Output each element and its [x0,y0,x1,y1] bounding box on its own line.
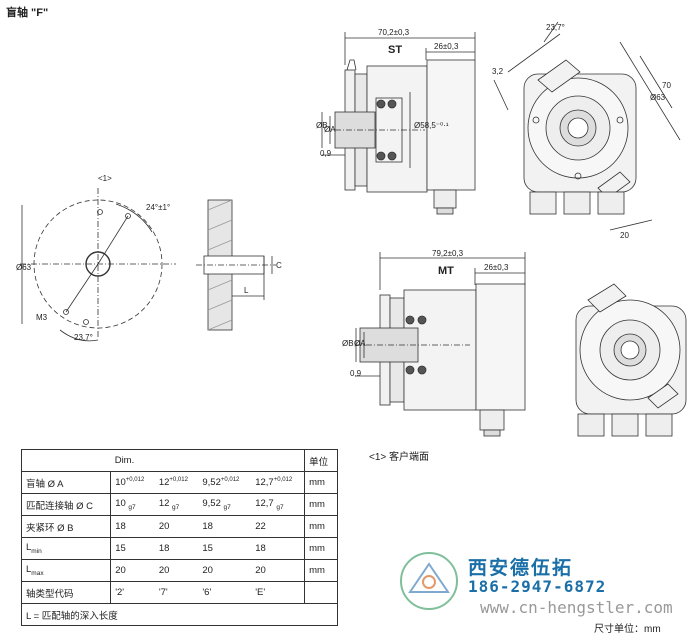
mt-total-dim: 79,2±0,3 [432,249,464,258]
detail-ref: <1> [98,174,112,183]
row-label: Lmax [20,559,112,582]
st-side-70: 70 [662,81,671,90]
header-unit: 单位 [304,449,338,472]
detail-shaft-side [196,199,276,331]
cell-value: 9,52 [202,477,221,489]
mt-gap: 0,9 [350,369,362,378]
customer-face-note: <1> 客户端面 [369,452,430,463]
detail-angle-bottom: 23,7° [74,333,93,342]
cell-tolerance: +0,012 [273,476,293,483]
table-row: Lmax 20 20 20 20 mm [20,559,338,582]
cell-unit: mm [304,493,338,516]
detail-l-label: L [244,286,249,295]
st-dia-b: ØB [316,121,328,130]
unit-label: 尺寸单位：mm [594,624,661,635]
mt-right-dim: 26±0,3 [484,263,509,272]
detail-angle-top: 24°±1° [146,203,170,212]
cell-unit [304,581,338,604]
technical-drawing: 70,2±0,3 26±0,3 ST ØB ØA Ø58,5⁻⁰·¹ 0,9 2… [16,21,687,437]
table-footer: L = 匹配轴的深入长度 [21,603,338,626]
cell-value: 20 [251,559,306,582]
cell-value: 18 [251,537,306,560]
row-label-main: L [26,542,32,554]
table-footer-row: L = 匹配轴的深入长度 [21,603,338,626]
detail-c-label: C [276,261,282,270]
st-label: ST [388,44,402,56]
cell-value: 10 [115,498,126,510]
spec-table: Dim. 单位 盲轴 Ø A 10+0,012 12+0,012 9,52+0,… [20,449,338,626]
table-row: 盲轴 Ø A 10+0,012 12+0,012 9,52+0,012 12,7… [20,471,338,494]
cell-value: 12,7 [255,498,274,510]
detail-circle-view [20,188,176,342]
watermark-url: www.cn-hengstler.com [480,598,673,617]
detail-m3: M3 [36,313,48,322]
cell-tolerance: g7 [223,503,231,511]
mt-side-view [355,252,526,437]
cell-value: 12 [158,498,170,510]
cell-value: 15 [110,537,155,560]
watermark-phone: 186-2947-6872 [468,577,607,596]
st-side-63: Ø63 [650,93,666,102]
cell-value: '7' [154,581,199,604]
cell-unit: mm [304,515,338,538]
st-right-dim: 26±0,3 [434,42,459,51]
cell-value: 20 [110,559,155,582]
table-row: Lmin 15 18 15 18 mm [20,537,338,560]
st-gap: 0,9 [320,149,332,158]
cell-value: 20 [154,559,199,582]
st-angle: 23,7° [546,23,565,32]
cell-value: '2' [110,581,155,604]
st-side-left: 3,2 [492,67,504,76]
row-label: 轴类型代码 [20,581,112,604]
watermark-company: 西安德伍拓 [468,558,574,579]
st-dia-58: Ø58,5⁻⁰·¹ [414,121,449,130]
row-label: Lmin [20,537,112,560]
mt-dia-b: ØB [342,339,354,348]
cell-tolerance: g7 [172,503,180,511]
st-bottom-20: 20 [620,231,629,240]
cell-value: 15 [198,537,252,560]
table-header-row: Dim. 单位 [20,449,338,472]
mt-dia-a: ØA [354,339,366,348]
cell-value: 'E' [251,581,306,604]
cell-value: '6' [198,581,252,604]
row-label-sub: min [31,547,42,555]
mt-front-view [575,283,687,437]
cell-value: 10 [115,477,126,489]
cell-value: 9,52 [202,498,221,510]
cell-tolerance: g7 [276,503,284,511]
page-title: 盲轴 "F" [6,7,49,19]
st-side-view [321,32,476,215]
st-total-dim: 70,2±0,3 [378,28,410,37]
cell-value: 12 [158,477,170,489]
row-label: 盲轴 Ø A [20,471,112,494]
cell-value: 20 [198,559,252,582]
cell-value: 18 [110,515,155,538]
st-front-view [493,21,681,231]
cell-unit: mm [304,471,338,494]
row-label-main: L [26,564,32,576]
cell-value: 20 [154,515,199,538]
watermark-logo-icon [400,552,458,610]
cell-tolerance: +0,012 [169,476,188,483]
row-label-sub: max [31,569,44,577]
st-dia-a: ØA [324,125,336,134]
cell-unit: mm [304,559,338,582]
cell-tolerance: g7 [128,503,136,511]
detail-dia: Ø63 [16,263,32,272]
cell-value: 12,7 [255,477,274,489]
row-label: 匹配连接轴 Ø C [20,493,112,516]
cell-value: 18 [198,515,252,538]
header-dim: Dim. [110,449,155,472]
table-row: 匹配连接轴 Ø C 10 g7 12 g7 9,52 g7 12,7 g7 mm [20,493,338,516]
cell-tolerance: +0,012 [220,476,240,483]
cell-value: 18 [154,537,199,560]
table-row: 轴类型代码 '2' '7' '6' 'E' [20,581,338,604]
cell-value: 22 [251,515,306,538]
table-row: 夹紧环 Ø B 18 20 18 22 mm [20,515,338,538]
row-label: 夹紧环 Ø B [20,515,112,538]
cell-unit: mm [304,537,338,560]
cell-tolerance: +0,012 [125,476,145,483]
mt-label: MT [438,265,454,277]
